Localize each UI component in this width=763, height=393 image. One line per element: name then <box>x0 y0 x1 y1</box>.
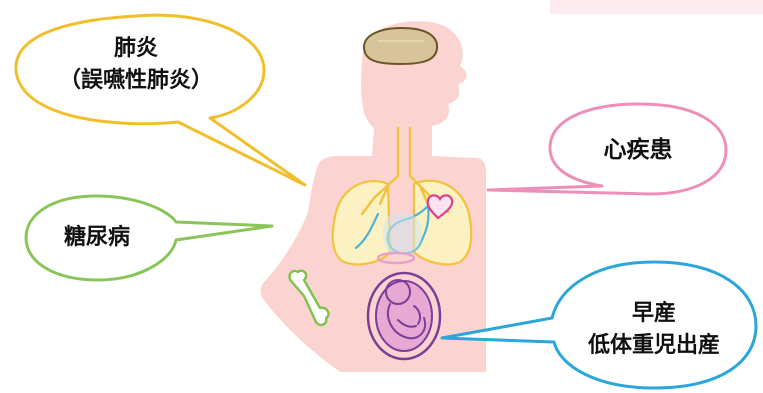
callout-line: 糖尿病 <box>33 222 161 254</box>
brain-icon <box>364 28 437 64</box>
callout-line: 肺炎 <box>30 33 242 65</box>
fetus-icon <box>368 273 440 359</box>
callout-label-heart-disease: 心疾患 <box>556 134 720 167</box>
callout-line: 早産 <box>558 298 750 330</box>
callout-label-preterm: 早産 低体重児出産 <box>558 298 750 362</box>
callout-label-pneumonia: 肺炎 （誤嚥性肺炎） <box>30 33 242 97</box>
callout-line: （誤嚥性肺炎） <box>30 65 242 97</box>
callout-line: 心疾患 <box>556 134 720 167</box>
callout-label-diabetes: 糖尿病 <box>33 222 161 254</box>
callout-line: 低体重児出産 <box>558 330 750 362</box>
